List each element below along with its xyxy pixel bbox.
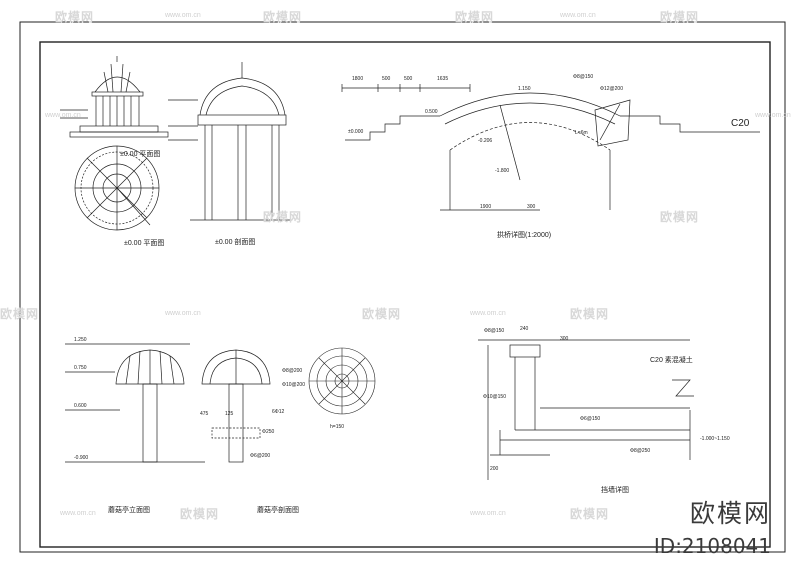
brand-logo-text: 欧模网 <box>689 499 771 528</box>
bridge-dim-13: 300 <box>527 204 536 210</box>
mushroom-elevation <box>65 343 205 463</box>
bridge-caption: 拱桥详图(1:2000) <box>497 230 551 239</box>
bridge-dim-7: Φ12@200 <box>600 86 623 92</box>
watermark-brand: 欧模网 <box>455 10 495 24</box>
retaining-label-5: -1.000~1.150 <box>700 436 730 442</box>
pavilion-elevation <box>60 56 169 138</box>
retaining-label-7: 240 <box>520 326 529 332</box>
mushroom-section <box>201 349 271 463</box>
retaining-label-8: 300 <box>560 336 569 342</box>
retaining-label-2: Φ10@150 <box>483 394 506 400</box>
bridge-dim-6: Φ8@150 <box>573 74 593 80</box>
bridge-dim-9: 0.500 <box>425 109 438 115</box>
pavilion-section-caption: ±0.00 剖面图 <box>215 237 255 246</box>
mushroom-note-1: Φ8@200 <box>282 368 302 374</box>
plan-top-label: ±0.00 平面图 <box>120 150 160 158</box>
mushroom-elev-1: 1.250 <box>74 337 87 343</box>
mushroom-note-6: h=150 <box>330 424 344 430</box>
watermark-brand: 欧模网 <box>180 507 220 521</box>
pavilion-section <box>168 62 292 221</box>
retaining-label-6: 200 <box>490 466 499 472</box>
mushroom-note-2: Φ10@200 <box>282 382 305 388</box>
bridge-dim-2: 500 <box>382 76 391 82</box>
mushroom-elev-2: 0.750 <box>74 365 87 371</box>
watermark-brand: 欧模网 <box>570 507 610 521</box>
bridge-dim-1: 1800 <box>352 76 363 82</box>
asset-id: ID:2108041 <box>653 534 771 558</box>
mushroom-elevation-caption: 蘑菇亭立面图 <box>108 505 150 514</box>
watermark-site: www.om.cn <box>470 510 506 517</box>
retaining-wall-section <box>478 339 694 480</box>
bridge-dim-3: 500 <box>404 76 413 82</box>
retaining-label-1: Φ8@150 <box>484 328 504 334</box>
bridge-c20-label: C20 <box>731 118 750 129</box>
watermark-site: www.om.cn <box>45 112 81 119</box>
bridge-section <box>341 84 760 211</box>
watermark-site: www.om.cn <box>755 112 791 119</box>
bridge-dim-5: 1.150 <box>518 86 531 92</box>
watermark-site: www.om.cn <box>560 12 596 19</box>
retaining-note: C20 素混凝土 <box>650 355 693 364</box>
watermark-brand: 欧模网 <box>362 307 402 321</box>
bridge-dim-10: -0.206 <box>478 138 492 144</box>
mushroom-dim-1: 475 <box>200 411 209 417</box>
mushroom-dim-2: 125 <box>225 411 234 417</box>
watermark-brand: 欧模网 <box>0 307 40 321</box>
mushroom-note-5: Φ6@200 <box>250 453 270 459</box>
bridge-dim-14: L=6m <box>575 130 588 136</box>
retaining-label-3: Φ6@150 <box>580 416 600 422</box>
outer-frame <box>19 21 786 553</box>
watermark-site: www.om.cn <box>165 310 201 317</box>
mushroom-elev-3: 0.600 <box>74 403 87 409</box>
mushroom-elev-4: -0.900 <box>74 455 88 461</box>
retaining-label-4: Φ8@250 <box>630 448 650 454</box>
watermark-brand: 欧模网 <box>263 10 303 24</box>
watermark-brand: 欧模网 <box>570 307 610 321</box>
watermark-site: www.om.cn <box>470 310 506 317</box>
watermark-brand: 欧模网 <box>660 210 700 224</box>
bridge-dim-12: 1900 <box>480 204 491 210</box>
watermark-site: www.om.cn <box>60 510 96 517</box>
watermark-brand: 欧模网 <box>263 210 303 224</box>
bridge-dim-4: 1635 <box>437 76 448 82</box>
bridge-dim-11: -1.800 <box>495 168 509 174</box>
pavilion-plan-caption: ±0.00 平面图 <box>124 239 164 247</box>
mushroom-plan <box>308 347 376 415</box>
mushroom-note-4: Φ250 <box>262 429 275 435</box>
bridge-dim-8: ±0.000 <box>348 129 363 135</box>
mushroom-note-3: 6Φ12 <box>272 409 285 415</box>
inner-frame <box>39 41 771 548</box>
watermark-site: www.om.cn <box>165 12 201 19</box>
watermark-brand: 欧模网 <box>660 10 700 24</box>
watermark-brand: 欧模网 <box>55 10 95 24</box>
retaining-caption: 挡墙详图 <box>601 485 629 494</box>
mushroom-section-caption: 蘑菇亭剖面图 <box>257 505 299 514</box>
pavilion-plan <box>74 145 160 231</box>
